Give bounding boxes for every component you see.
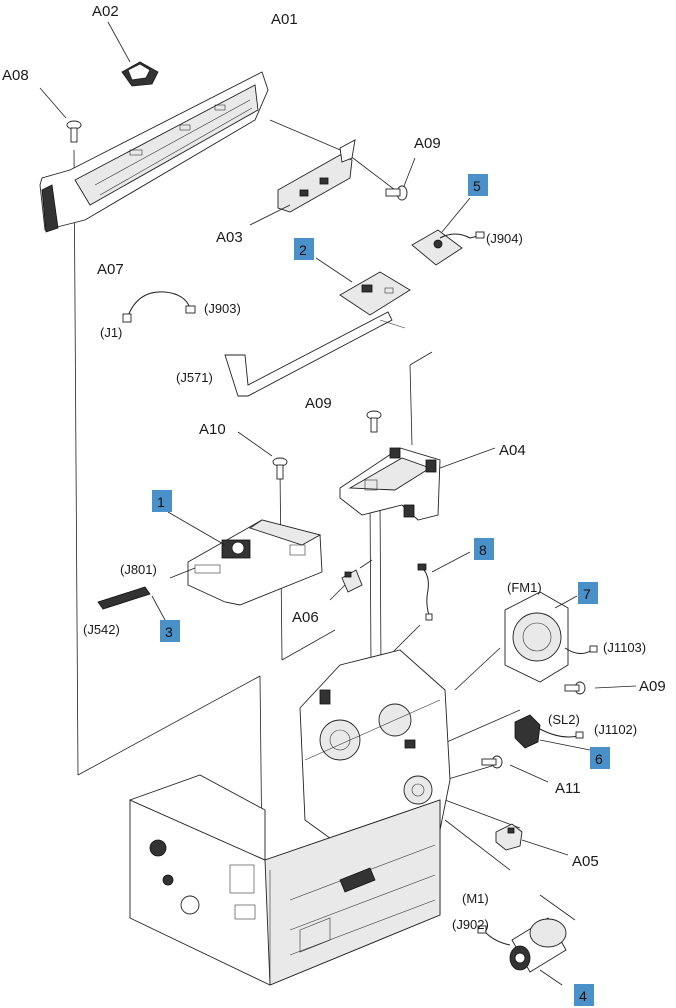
callout-2-number: 2 <box>299 242 307 258</box>
label-m1: (M1) <box>462 891 489 906</box>
callout-4-number: 4 <box>579 988 587 1004</box>
label-a07: A07 <box>97 261 124 278</box>
callout-5-number: 5 <box>473 178 481 194</box>
label-j1: (J1) <box>100 325 122 340</box>
a05-clip <box>495 823 569 856</box>
main-chassis <box>128 774 441 986</box>
label-a08: A08 <box>2 67 29 84</box>
label-a03: A03 <box>216 229 243 246</box>
label-a10: A10 <box>199 421 226 438</box>
label-a09-mid: A09 <box>305 395 332 412</box>
part3-flat-cable <box>97 586 166 621</box>
callout-6: 6 <box>590 747 610 769</box>
label-a01: A01 <box>271 11 298 28</box>
drive-side-plate <box>299 649 451 861</box>
part4-motor <box>477 917 567 986</box>
label-a09-right: A09 <box>639 678 666 695</box>
label-a11: A11 <box>555 780 581 797</box>
callout-5: 5 <box>468 174 488 196</box>
a07-cable <box>122 291 196 323</box>
callout-8: 8 <box>474 538 494 560</box>
j571-flat-cable <box>224 311 406 397</box>
a02-latch <box>107 21 159 87</box>
a01-frame-bracket <box>39 71 269 233</box>
label-j902: (J902) <box>452 917 489 932</box>
part6-solenoid <box>514 714 591 751</box>
a09-mid-screw <box>366 410 382 433</box>
part1-scanner-unit <box>167 511 323 606</box>
callout-2: 2 <box>294 238 314 260</box>
label-j542: (J542) <box>83 622 120 637</box>
label-j1103: (J1103) <box>603 640 646 655</box>
label-sl2: (SL2) <box>548 712 580 727</box>
a10-screw <box>237 431 288 480</box>
callout-7-number: 7 <box>583 586 591 602</box>
part2-control-board <box>315 257 411 316</box>
label-j1102: (J1102) <box>594 722 637 737</box>
label-a04: A04 <box>499 442 526 459</box>
label-a02: A02 <box>92 3 119 20</box>
callout-1: 1 <box>152 490 172 512</box>
callout-3: 3 <box>160 620 180 642</box>
callout-3-number: 3 <box>165 624 173 640</box>
part7-fan <box>504 591 598 683</box>
label-j801: (J801) <box>120 562 157 577</box>
a11-screw <box>481 755 549 783</box>
callout-4: 4 <box>574 984 594 1006</box>
a09-top-screw <box>385 157 416 201</box>
label-j904: (J904) <box>486 231 523 246</box>
part8-cable <box>417 551 471 621</box>
a04-bracket-assembly <box>339 447 496 521</box>
a06-clip <box>329 569 363 601</box>
label-j903: (J903) <box>204 301 241 316</box>
callout-7: 7 <box>578 582 598 604</box>
label-fm1: (FM1) <box>507 580 542 595</box>
label-j571: (J571) <box>176 370 213 385</box>
callout-1-number: 1 <box>157 494 165 510</box>
label-a09-top: A09 <box>414 135 441 152</box>
a08-screw <box>39 87 82 143</box>
callout-8-number: 8 <box>479 542 487 558</box>
a09-right-screw <box>564 681 637 695</box>
a03-bracket <box>249 139 356 226</box>
callout-6-number: 6 <box>595 751 603 767</box>
label-a06: A06 <box>292 609 319 626</box>
part5-sensor-board <box>411 197 485 266</box>
label-a05: A05 <box>572 853 599 870</box>
